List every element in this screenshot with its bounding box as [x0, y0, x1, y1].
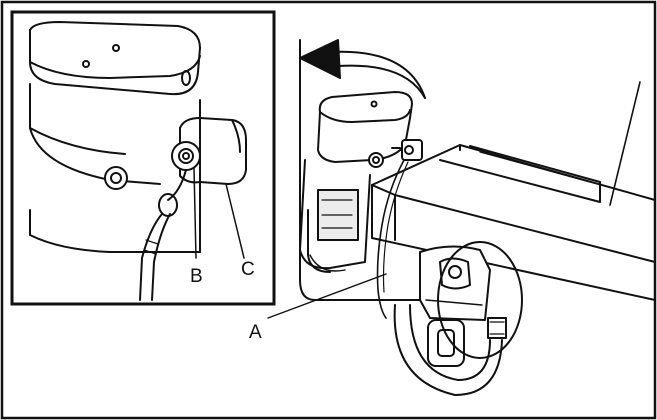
- leader-c: [225, 183, 245, 259]
- inset-wire: [139, 169, 187, 301]
- inset-body: [29, 83, 201, 253]
- inset-view: [29, 21, 247, 301]
- callout-c: C: [241, 259, 255, 280]
- tow-hook-bracket: [299, 159, 371, 272]
- tow-shackle: [393, 241, 523, 396]
- receiver-cover: [317, 91, 413, 168]
- inset-cover: [29, 21, 201, 96]
- inset-connector: [179, 117, 247, 185]
- leader-b: [193, 167, 197, 259]
- leader-a: [267, 273, 387, 319]
- callout-b: B: [190, 266, 203, 287]
- inset-terminal: [171, 141, 201, 171]
- hitch-rod: [609, 81, 641, 206]
- callout-a: A: [249, 322, 262, 343]
- main-connector: [391, 139, 423, 161]
- wire-harness: [376, 159, 405, 319]
- curved-arrow-icon: [299, 39, 426, 99]
- main-view: [267, 39, 656, 396]
